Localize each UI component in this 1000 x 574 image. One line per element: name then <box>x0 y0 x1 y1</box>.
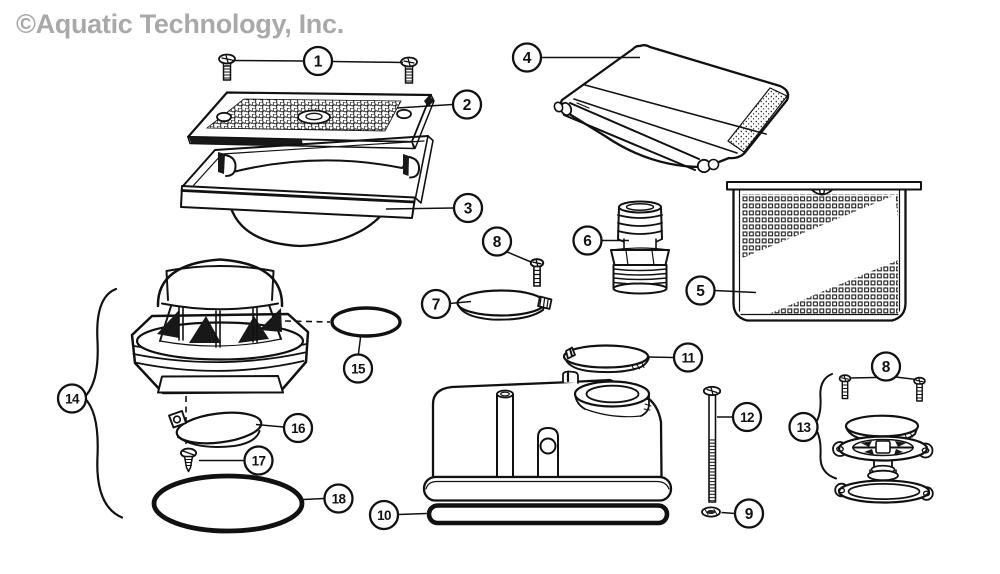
leader-3 <box>385 207 454 210</box>
leader-18 <box>303 497 325 501</box>
svg-text:15: 15 <box>351 361 366 376</box>
svg-text:16: 16 <box>291 421 306 436</box>
part-16-flapper <box>168 410 263 448</box>
callout-15: 15 <box>342 353 374 384</box>
part-5-basket <box>726 181 922 322</box>
leader-15 <box>357 337 362 354</box>
callouts: 1 2 3 4 5 6 7 8 <box>56 42 902 531</box>
callout-6: 6 <box>572 225 603 256</box>
callout-18: 18 <box>323 483 354 514</box>
part-2-perforated-plate <box>186 91 435 150</box>
svg-text:8: 8 <box>493 234 502 251</box>
part-14-dome-valve-body <box>82 258 331 519</box>
part-18-oring <box>151 473 305 534</box>
part-4-weir-flap <box>553 44 790 174</box>
svg-text:8: 8 <box>882 359 891 376</box>
svg-text:9: 9 <box>745 506 754 523</box>
svg-text:11: 11 <box>681 350 695 365</box>
svg-text:7: 7 <box>432 296 441 313</box>
part-17-screw <box>179 447 198 473</box>
part-3-frame <box>180 135 434 248</box>
part-10-gasket <box>426 503 670 526</box>
callout-14: 14 <box>56 383 88 414</box>
callout-1: 1 <box>302 45 334 77</box>
callout-2: 2 <box>451 89 483 120</box>
leader-8 <box>505 250 532 263</box>
part-9-washer <box>701 506 721 518</box>
svg-text:2: 2 <box>463 97 472 114</box>
callout-11: 11 <box>672 342 704 373</box>
part-11-lid <box>562 344 650 374</box>
callout-5: 5 <box>685 275 716 306</box>
leader-2 <box>396 103 453 109</box>
callout-12: 12 <box>731 401 763 433</box>
part-13-valve-assembly <box>812 373 934 504</box>
svg-text:5: 5 <box>696 283 705 300</box>
callout-13: 13 <box>788 411 819 443</box>
callout-4: 4 <box>511 42 543 73</box>
svg-text:14: 14 <box>65 391 80 406</box>
leader-1a <box>231 59 304 62</box>
svg-text:17: 17 <box>252 453 266 468</box>
leader-7 <box>449 300 472 305</box>
part-8-screw <box>529 258 545 287</box>
callout-8b: 8 <box>870 351 902 382</box>
leader-8b-right <box>895 376 917 381</box>
part-12-bolt <box>702 385 722 503</box>
leader-8b-left <box>849 376 877 379</box>
svg-text:1: 1 <box>314 53 323 70</box>
svg-text:13: 13 <box>797 420 812 435</box>
callout-17: 17 <box>243 445 274 476</box>
callout-10: 10 <box>368 499 400 531</box>
svg-text:6: 6 <box>583 233 592 250</box>
leader-16 <box>255 423 284 428</box>
leader-11 <box>647 356 674 359</box>
svg-text:18: 18 <box>332 491 347 506</box>
svg-text:4: 4 <box>523 50 532 67</box>
valve-housing-body <box>422 370 673 502</box>
leader-10 <box>398 512 427 516</box>
leader-9 <box>721 511 736 515</box>
callout-3: 3 <box>452 192 484 224</box>
part-6-fitting <box>610 200 670 295</box>
callout-8: 8 <box>481 226 513 257</box>
part-15-oring <box>330 306 402 338</box>
leader-5 <box>714 289 757 294</box>
leader-lines <box>199 56 917 516</box>
leader-1b <box>332 60 404 64</box>
svg-text:10: 10 <box>377 508 391 523</box>
watermark-text: ©Aquatic Technology, Inc. <box>16 9 344 39</box>
callout-7: 7 <box>420 288 452 320</box>
part-7-flapper <box>456 289 553 321</box>
svg-text:12: 12 <box>740 410 754 425</box>
callout-16: 16 <box>282 412 314 444</box>
svg-text:3: 3 <box>464 200 473 217</box>
callout-9: 9 <box>733 498 765 529</box>
